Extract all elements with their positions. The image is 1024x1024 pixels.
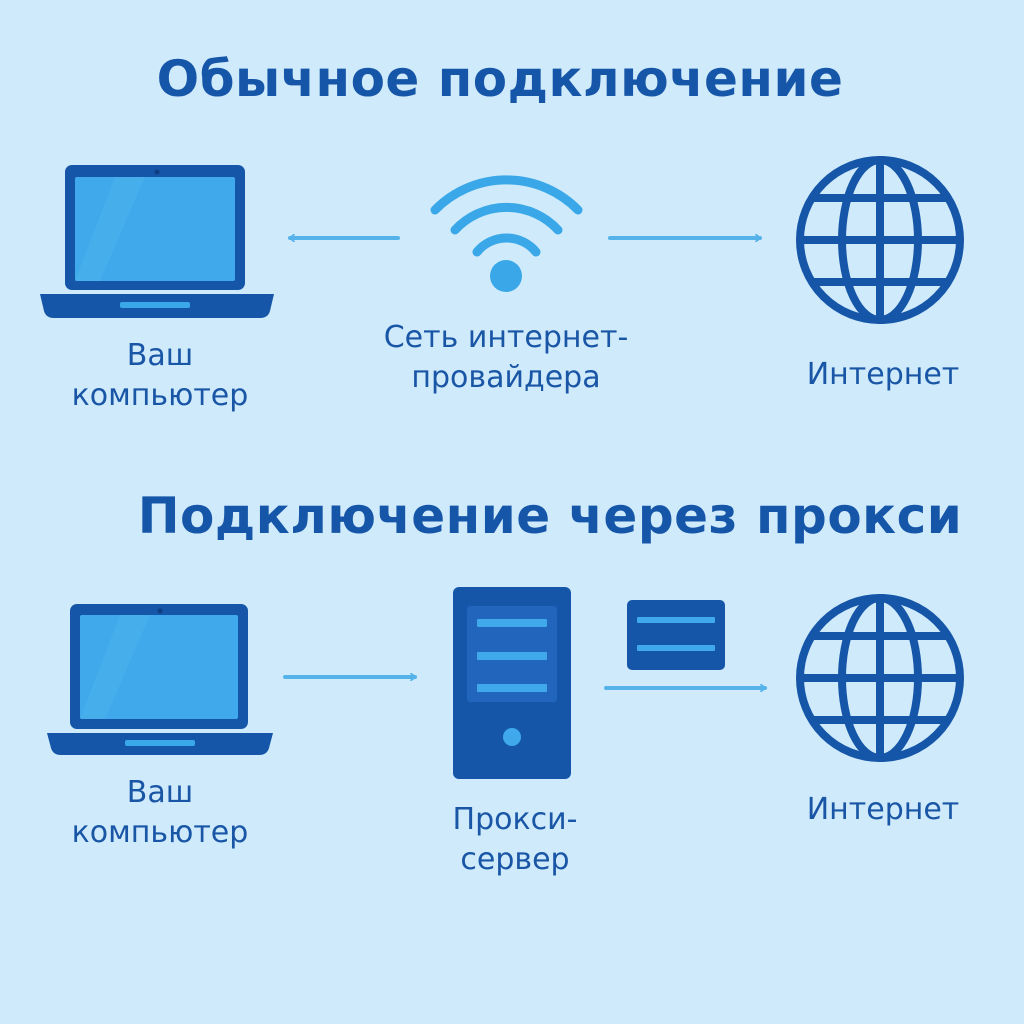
wifi-icon (430, 175, 583, 292)
direct-computer-label: Ваш компьютер (45, 336, 275, 416)
direct-laptop-icon (40, 165, 274, 318)
proxy-server-label-line1: Прокси- (452, 802, 578, 837)
isp-network-label-line1: Сеть интернет- (383, 320, 629, 355)
data-packet-icon (627, 600, 725, 670)
direct-globe-icon (796, 156, 964, 324)
isp-network-label: Сеть интернет- провайдера (346, 318, 666, 398)
direct-internet-label: Интернет (778, 355, 988, 395)
proxy-server-label-line2: сервер (460, 842, 570, 877)
proxy-connection-title: Подключение через прокси (137, 487, 963, 545)
proxy-computer-label: Ваш компьютер (45, 773, 275, 853)
proxy-globe-icon (796, 594, 964, 762)
direct-computer-label-line2: компьютер (71, 378, 249, 413)
proxy-computer-label-line2: компьютер (71, 815, 249, 850)
direct-computer-label-line1: Ваш (126, 338, 194, 373)
proxy-server-label: Прокси- сервер (400, 800, 630, 880)
proxy-internet-label-text: Интернет (806, 792, 960, 827)
proxy-internet-label: Интернет (778, 790, 988, 830)
direct-internet-label-text: Интернет (806, 357, 960, 392)
server-icon (453, 587, 571, 779)
isp-network-label-line2: провайдера (411, 360, 601, 395)
proxy-laptop-icon (47, 604, 273, 755)
direct-connection-title: Обычное подключение (156, 50, 844, 108)
proxy-computer-label-line1: Ваш (126, 775, 194, 810)
